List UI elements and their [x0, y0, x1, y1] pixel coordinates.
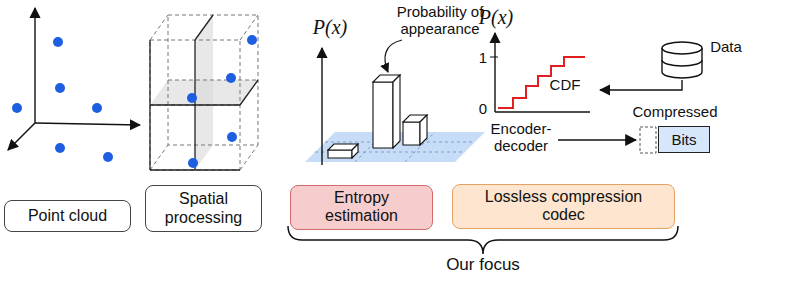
dashed-block [640, 127, 656, 153]
process-box: Spatial processing [145, 185, 262, 232]
box-text: Point cloud [28, 207, 107, 225]
point-dots [12, 37, 113, 162]
process-box: Point cloud [4, 200, 131, 232]
data-label: Data [706, 38, 746, 55]
callout-text: Probability of appearance [392, 3, 488, 38]
group-label: Our focus [433, 255, 533, 275]
focus-box: Lossless compression codec [452, 184, 675, 229]
bits-box: Bits [658, 126, 710, 153]
database-icon [662, 42, 702, 78]
tick-label: 0 [478, 100, 488, 117]
axis-label: P(x) [466, 6, 526, 29]
cdf-chart [490, 33, 590, 112]
histogram-3d [305, 40, 485, 165]
data-arrow [600, 80, 682, 90]
box-text: Bits [671, 131, 696, 148]
box-text: Lossless compression codec [476, 188, 651, 225]
focus-brace [288, 226, 678, 254]
output-label: Compressed [630, 103, 720, 120]
axis-label: P(x) [300, 16, 360, 39]
voxel-grid [150, 15, 258, 170]
focus-box: Entropy estimation [290, 185, 433, 230]
encode-arrow [558, 139, 636, 141]
curve-label: CDF [545, 76, 585, 93]
box-text: Entropy estimation [299, 189, 424, 226]
tick-label: 1 [478, 49, 488, 66]
process-label: Encoder-decoder [486, 120, 556, 155]
point-cloud-axes [8, 8, 140, 150]
box-text: Spatial processing [154, 190, 253, 227]
